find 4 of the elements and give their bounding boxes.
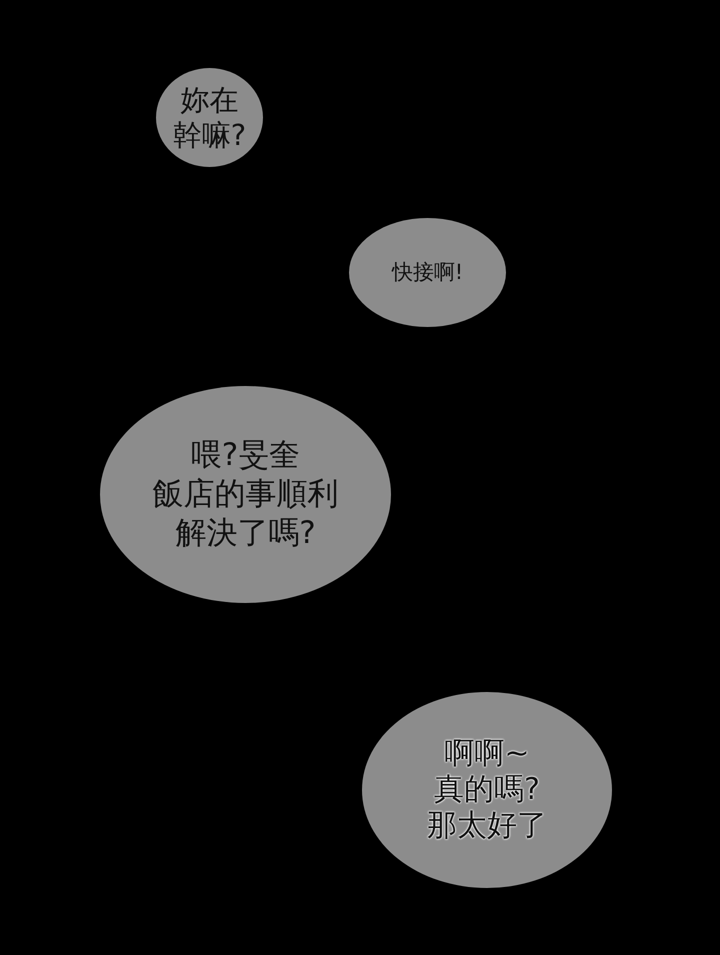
dialogue-text: 妳在幹嘛? — [172, 82, 246, 152]
dialogue-text: 啊啊~真的嗎?那太好了 — [427, 736, 547, 844]
dialogue-text: 喂?旻奎飯店的事順利解決了嗎? — [152, 436, 338, 553]
dialogue-text: 快接啊! — [392, 260, 464, 286]
